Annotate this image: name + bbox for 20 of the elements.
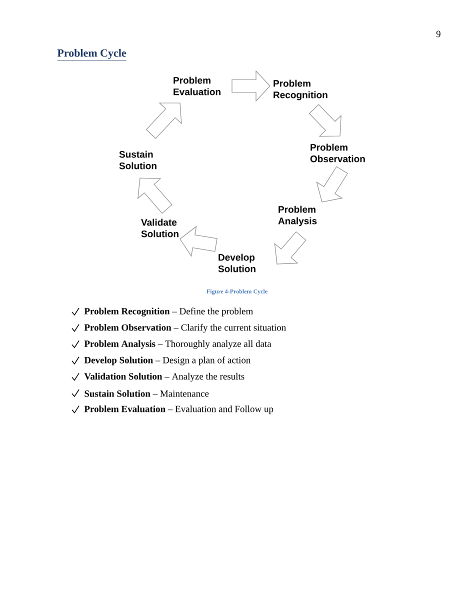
cycle-step-label: Sustain Solution — [119, 150, 156, 170]
list-item: Develop Solution – Design a plan of action — [84, 356, 251, 366]
list-item: Sustain Solution – Maintenance — [84, 390, 209, 397]
cycle-step-label: Validate Solution — [141, 218, 178, 238]
cycle-step-label: Problem Analysis — [278, 206, 317, 226]
cycle-step-label: Problem Evaluation — [174, 76, 220, 96]
list-item: Problem Analysis – Thoroughly analyze all data — [84, 340, 272, 349]
block-arrow — [232, 70, 270, 102]
list-item: Problem Evaluation – Evaluation and Follow up — [84, 406, 274, 414]
list-item: Validation Solution – Analyze the results — [84, 372, 244, 382]
cycle-step-label: Problem Recognition — [274, 80, 328, 100]
block-arrow — [316, 166, 348, 202]
cycle-step-label: Develop Solution — [218, 254, 256, 272]
block-arrow — [180, 226, 218, 257]
cycle-step-label: Problem Observation — [310, 144, 365, 162]
page-number: 9 — [436, 30, 440, 38]
list-item: Problem Observation – Clarify the current situation — [84, 324, 286, 333]
block-arrow — [138, 178, 172, 214]
heading: Problem Cycle — [57, 49, 127, 61]
list-item: Problem Recognition – Define the problem — [84, 308, 253, 316]
